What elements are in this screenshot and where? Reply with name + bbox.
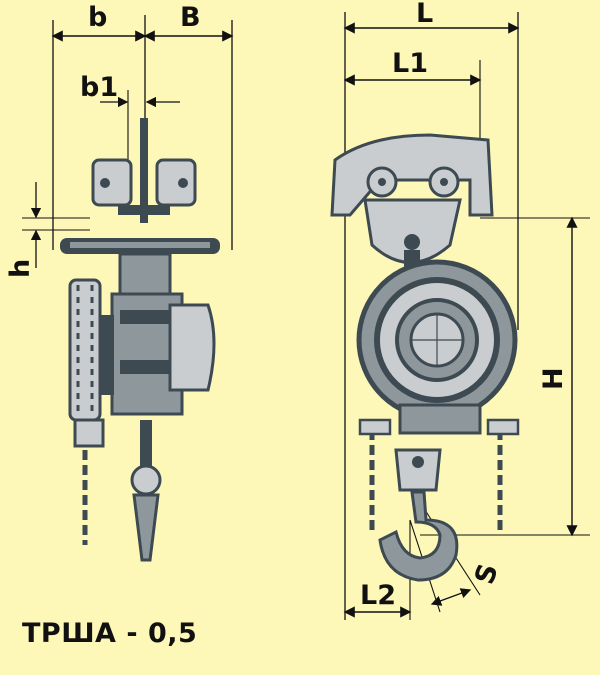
model-caption: ТРША - 0,5 [22,618,198,649]
label-b: b [88,2,107,33]
front-view: L L1 L2 H S [330,0,590,620]
label-H: H [538,367,569,390]
label-h: h [5,259,36,278]
label-L2: L2 [360,580,396,611]
label-B: B [180,2,201,33]
label-L1: L1 [392,48,428,79]
label-b1: b1 [80,72,118,103]
label-S: S [469,560,504,588]
label-L: L [416,0,433,29]
side-view: b B b1 h [5,2,234,562]
